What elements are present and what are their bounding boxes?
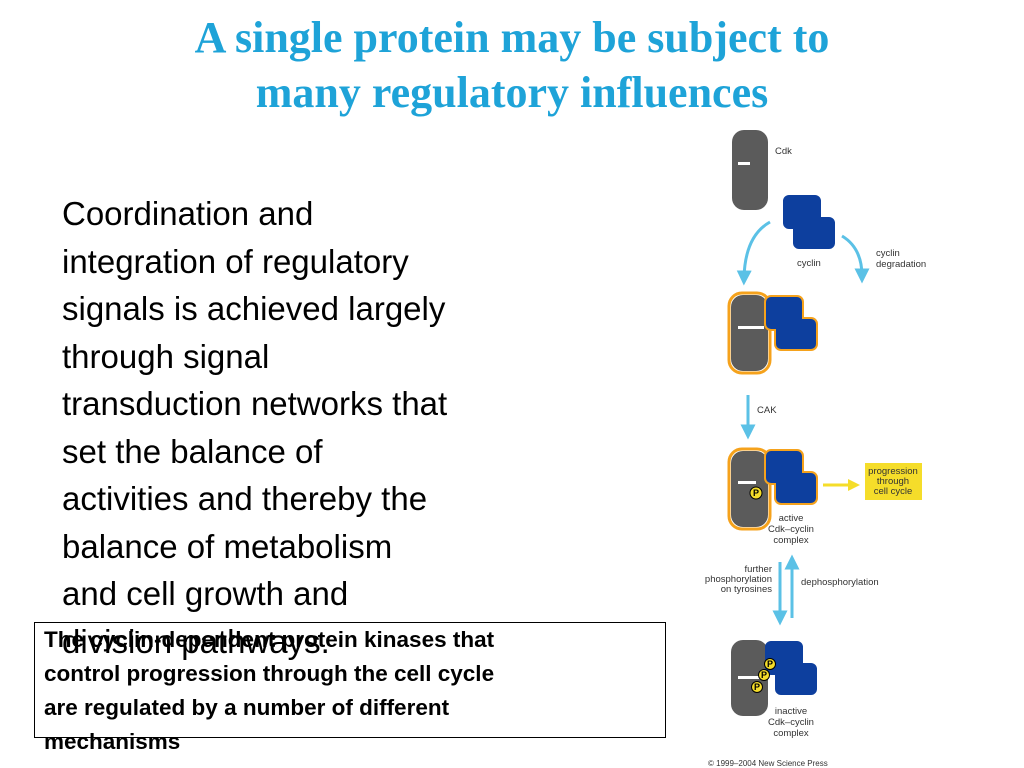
active-label-2: Cdk–cyclin [768, 524, 814, 535]
body-line: and cell growth and [62, 575, 349, 612]
further-label-2: phosphorylation [705, 574, 772, 585]
further-label-1: further [745, 564, 772, 575]
svg-text:P: P [753, 488, 759, 498]
progression-label-1: progression [868, 466, 918, 477]
body-line: set the balance of [62, 432, 323, 470]
cyclin-degradation-label-2: degradation [876, 259, 926, 270]
caption-box: The cyclin-dependent protein kinases tha… [34, 622, 666, 754]
caption-line: mechanisms [44, 729, 181, 754]
caption-line: control progression through the cell cyc… [44, 661, 495, 686]
phosphate-icon [758, 669, 770, 681]
caption-line: are regulated by a number of different [44, 695, 450, 720]
body-line: through signal [62, 337, 270, 375]
body-line: balance of metabolism [62, 527, 393, 565]
body-paragraph: Coordination and integration of regulato… [62, 190, 542, 665]
active-complex: P active Cdk–cyclin complex [727, 447, 818, 546]
phosphate-icon [749, 486, 763, 500]
dephosphorylation-label: dephosphorylation [801, 577, 879, 588]
cdk-label: Cdk [775, 146, 792, 157]
body-line: signals is achieved largely [62, 290, 446, 327]
cyclin-degradation-label-1: cyclin [876, 248, 900, 259]
body-line: division pathways. [62, 622, 330, 660]
phosphate-icon [764, 658, 776, 670]
progression-box [865, 463, 922, 500]
active-label-1: active [779, 513, 804, 524]
title-line: many regulatory influences [255, 68, 769, 117]
body-line: activities and thereby the [62, 480, 428, 517]
binding-arrow [736, 220, 771, 286]
degradation-arrow [841, 234, 870, 284]
inactive-label-3: complex [773, 728, 809, 739]
body-line: Coordination and [62, 195, 314, 232]
cdk-regulation-diagram: Cdk cyclin cyclin degradation CAK [690, 125, 1024, 768]
svg-text:P: P [761, 670, 767, 680]
body-line: integration of regulatory [62, 242, 409, 280]
copyright-notice: © 1999–2004 New Science Press [708, 759, 828, 768]
free-cdk: Cdk [732, 130, 792, 210]
cyclin-shape [783, 195, 835, 249]
inactive-complex: P P P inactive Cdk–cyclin complex [731, 640, 817, 739]
svg-text:P: P [767, 659, 773, 669]
progression-label-2: through [877, 476, 909, 487]
diagram-svg: Cdk cyclin cyclin degradation CAK [705, 130, 926, 768]
cyclin-label: cyclin [797, 258, 821, 269]
inactive-label-2: Cdk–cyclin [768, 717, 814, 728]
caption-line: The cyclin-dependent protein kinases tha… [44, 627, 495, 652]
svg-text:P: P [754, 682, 760, 692]
phosphate-icon [751, 681, 763, 693]
active-label-3: complex [773, 535, 809, 546]
cak-label: CAK [757, 405, 777, 416]
slide-title: A single protein may be subject to many … [0, 10, 1024, 120]
progression-label-3: cell cycle [874, 486, 913, 497]
cdk-cyclin-complex [727, 291, 818, 375]
free-cyclin: cyclin [783, 195, 835, 269]
further-label-3: on tyrosines [721, 584, 772, 595]
title-line: A single protein may be subject to [194, 13, 830, 62]
body-line: transduction networks that [62, 385, 448, 422]
inactive-label-1: inactive [775, 706, 807, 717]
